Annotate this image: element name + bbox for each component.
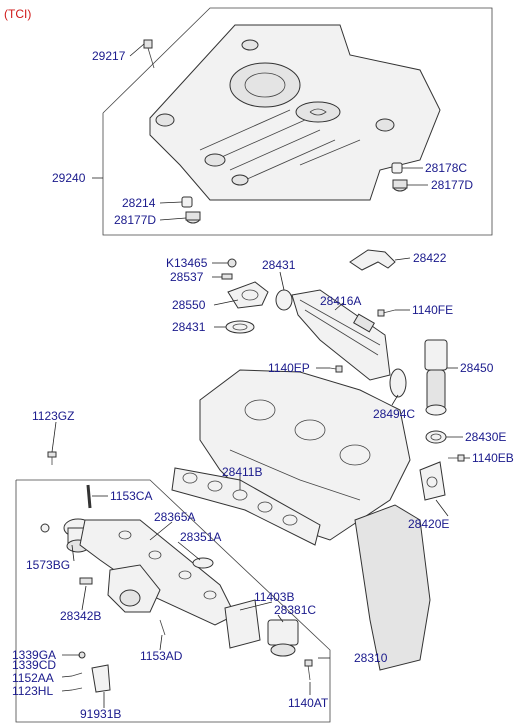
grommet-28178C-icon bbox=[391, 162, 403, 174]
label-28365A: 28365A bbox=[154, 510, 195, 524]
label-K13465: K13465 bbox=[166, 256, 208, 270]
label-28177D-right: 28177D bbox=[431, 178, 473, 192]
variant-label: (TCI) bbox=[4, 7, 31, 21]
engine-cover bbox=[149, 24, 441, 201]
bolt-1140FE-icon bbox=[377, 309, 396, 317]
label-28416A: 28416A bbox=[320, 294, 361, 308]
egr-valve-28450 bbox=[424, 339, 448, 416]
label-1153CA: 1153CA bbox=[110, 489, 152, 503]
label-28411B: 28411B bbox=[222, 465, 262, 479]
label-1152AA: 1152AA bbox=[12, 671, 54, 685]
label-1140EP: 1140EP bbox=[268, 361, 310, 375]
label-28537: 28537 bbox=[170, 270, 204, 284]
gasket-28431-mid-icon bbox=[225, 320, 255, 334]
bolt-1140EP-icon bbox=[329, 365, 343, 373]
egr-cooler-28416A bbox=[291, 289, 391, 381]
stud-1153AD-icon bbox=[159, 619, 166, 636]
label-28214: 28214 bbox=[122, 196, 156, 210]
egr-adapter-28550 bbox=[227, 281, 269, 309]
grommet-28177D-right-icon bbox=[392, 179, 408, 192]
label-1140AT: 1140AT bbox=[288, 696, 329, 710]
bolt-1140EB-icon bbox=[448, 454, 465, 462]
label-91931B: 91931B bbox=[80, 707, 121, 721]
label-1123GZ: 1123GZ bbox=[32, 409, 74, 423]
gasket-28431-top-icon bbox=[275, 289, 293, 311]
bolt-1123GZ-icon bbox=[47, 451, 57, 465]
label-28381C: 28381C bbox=[274, 603, 316, 617]
label-1573BG: 1573BG bbox=[26, 558, 70, 572]
label-28178C: 28178C bbox=[425, 161, 467, 175]
stud-1153CA-icon bbox=[86, 484, 92, 509]
actuator-28381C bbox=[267, 619, 299, 657]
label-28450: 28450 bbox=[460, 361, 494, 375]
label-29217: 29217 bbox=[92, 49, 126, 63]
label-28351A: 28351A bbox=[180, 530, 221, 544]
bracket-91931B bbox=[91, 664, 111, 693]
label-1140FE: 1140FE bbox=[412, 303, 453, 317]
label-28310: 28310 bbox=[354, 651, 388, 665]
bolt-28342B-side-icon bbox=[79, 577, 93, 585]
label-1339GA: 1339GA bbox=[12, 648, 56, 662]
grommet-28177D-left-icon bbox=[185, 211, 201, 224]
washer-icon bbox=[40, 523, 50, 533]
bolt-28537-icon bbox=[221, 273, 233, 280]
intake-manifold-group-frame bbox=[15, 479, 331, 723]
grommet-28214-icon bbox=[181, 196, 193, 208]
label-28177D-left: 28177D bbox=[114, 213, 156, 227]
label-28430E: 28430E bbox=[465, 430, 506, 444]
label-29240: 29240 bbox=[52, 171, 86, 185]
bolt-29217-icon bbox=[143, 39, 155, 69]
gasket-28351A-icon bbox=[192, 557, 214, 569]
label-28420E: 28420E bbox=[408, 517, 449, 531]
egr-adapter-28420E bbox=[419, 461, 446, 501]
gasket-28494C-icon bbox=[389, 368, 407, 398]
engine-cover-group-frame bbox=[102, 7, 493, 236]
stud-K13465-icon bbox=[227, 258, 237, 268]
air-duct-28342B bbox=[107, 564, 161, 613]
label-1123HL: 1123HL bbox=[12, 684, 53, 698]
label-1339CD: 1339CD bbox=[12, 658, 56, 672]
label-28431-mid: 28431 bbox=[172, 320, 206, 334]
bolt-1123HL-icon bbox=[71, 687, 83, 691]
engine-block bbox=[354, 504, 431, 671]
intake-manifold-28310 bbox=[79, 519, 236, 626]
leader-lines bbox=[51, 43, 470, 708]
label-11403B: 11403B bbox=[254, 590, 294, 604]
egr-pipe-28422 bbox=[349, 249, 396, 271]
label-1140EB: 1140EB bbox=[472, 451, 514, 465]
bolt-1152AA-icon bbox=[71, 672, 83, 677]
bolt-1140AT-icon bbox=[304, 659, 313, 681]
label-28422: 28422 bbox=[413, 251, 447, 265]
bracket-11403B bbox=[224, 599, 261, 649]
label-28431-top: 28431 bbox=[262, 258, 296, 272]
label-28494C: 28494C bbox=[373, 407, 415, 421]
label-1153AD: 1153AD bbox=[140, 649, 183, 663]
gasket-28430E-icon bbox=[425, 430, 447, 444]
label-28550: 28550 bbox=[172, 298, 206, 312]
label-28342B: 28342B bbox=[60, 609, 101, 623]
